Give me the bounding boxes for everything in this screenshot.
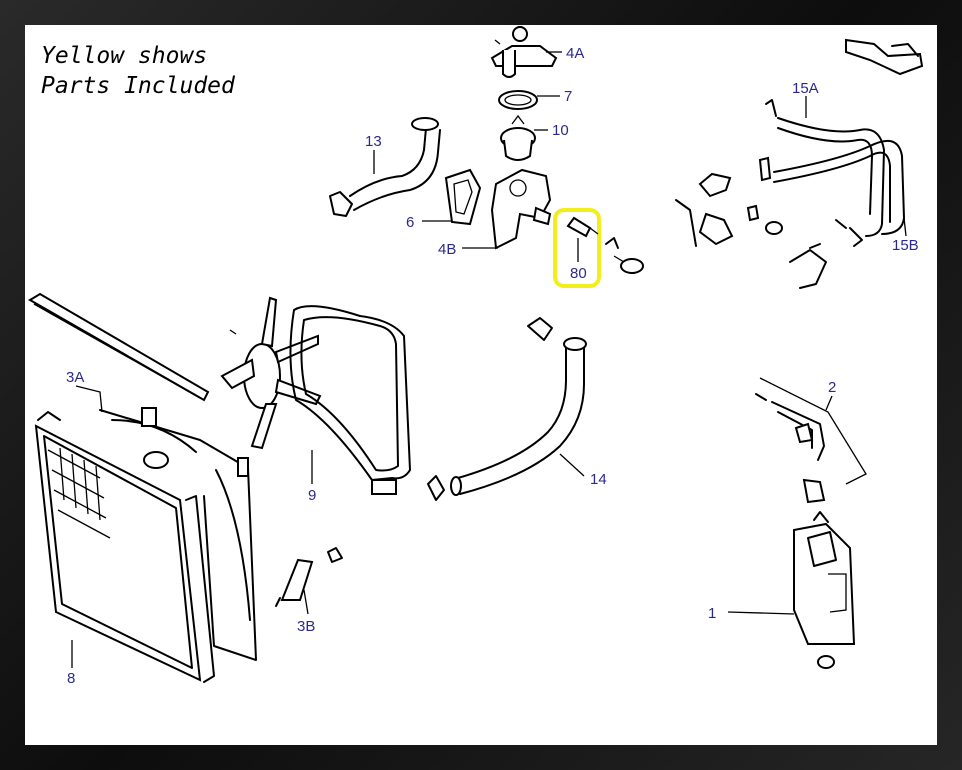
bracket-top-right bbox=[845, 38, 924, 76]
exploded-parts-diagram: 4A 7 10 13 6 4B 80 15A 15B 3A 9 14 2 3B … bbox=[28, 26, 924, 687]
part-2-reservoir-hose bbox=[755, 377, 867, 504]
part-8-radiator bbox=[34, 411, 215, 683]
part-9-fan-belt bbox=[220, 296, 411, 495]
part-15-heater-hoses bbox=[758, 99, 905, 247]
part-1-reservoir-tank bbox=[793, 511, 856, 669]
label-13: 13 bbox=[365, 133, 382, 150]
label-4b: 4B bbox=[438, 241, 456, 258]
label-7: 7 bbox=[564, 88, 572, 105]
leader-lines bbox=[71, 51, 907, 668]
part-7-gasket bbox=[498, 90, 538, 110]
label-6: 6 bbox=[406, 214, 414, 231]
diagram-panel: 4A 7 10 13 6 4B 80 15A 15B 3A 9 14 2 3B … bbox=[25, 25, 937, 745]
part-14-lower-hose bbox=[427, 317, 587, 501]
label-9: 9 bbox=[308, 487, 316, 504]
part-labels: 4A 7 10 13 6 4B 80 15A 15B 3A 9 14 2 3B … bbox=[66, 45, 919, 687]
part-6-gasket-plate bbox=[444, 168, 482, 226]
label-15a: 15A bbox=[792, 80, 819, 97]
label-1: 1 bbox=[708, 605, 716, 622]
part-4b-inlet-housing bbox=[490, 168, 552, 250]
part-4a-water-outlet bbox=[490, 26, 558, 78]
part-10-thermostat bbox=[500, 114, 536, 161]
label-10: 10 bbox=[552, 122, 569, 139]
caption-line-1: Yellow shows bbox=[41, 43, 208, 69]
label-3a: 3A bbox=[66, 369, 84, 386]
label-4a: 4A bbox=[566, 45, 584, 62]
part-3b-bracket bbox=[275, 547, 343, 607]
part-13-upper-hose bbox=[329, 117, 441, 217]
clip-and-cap bbox=[605, 237, 644, 274]
part-3a-shroud-bar bbox=[28, 292, 210, 402]
label-2: 2 bbox=[828, 379, 836, 396]
label-15b: 15B bbox=[892, 237, 919, 254]
part-80-highlight bbox=[553, 208, 601, 288]
label-8: 8 bbox=[67, 670, 75, 687]
label-80: 80 bbox=[570, 265, 587, 282]
label-14: 14 bbox=[590, 471, 607, 488]
caption-note: Yellow shows Parts Included bbox=[41, 41, 235, 101]
heater-fittings bbox=[675, 172, 827, 289]
caption-line-2: Parts Included bbox=[41, 73, 235, 99]
label-3b: 3B bbox=[297, 618, 315, 635]
fan-shroud bbox=[99, 407, 257, 661]
